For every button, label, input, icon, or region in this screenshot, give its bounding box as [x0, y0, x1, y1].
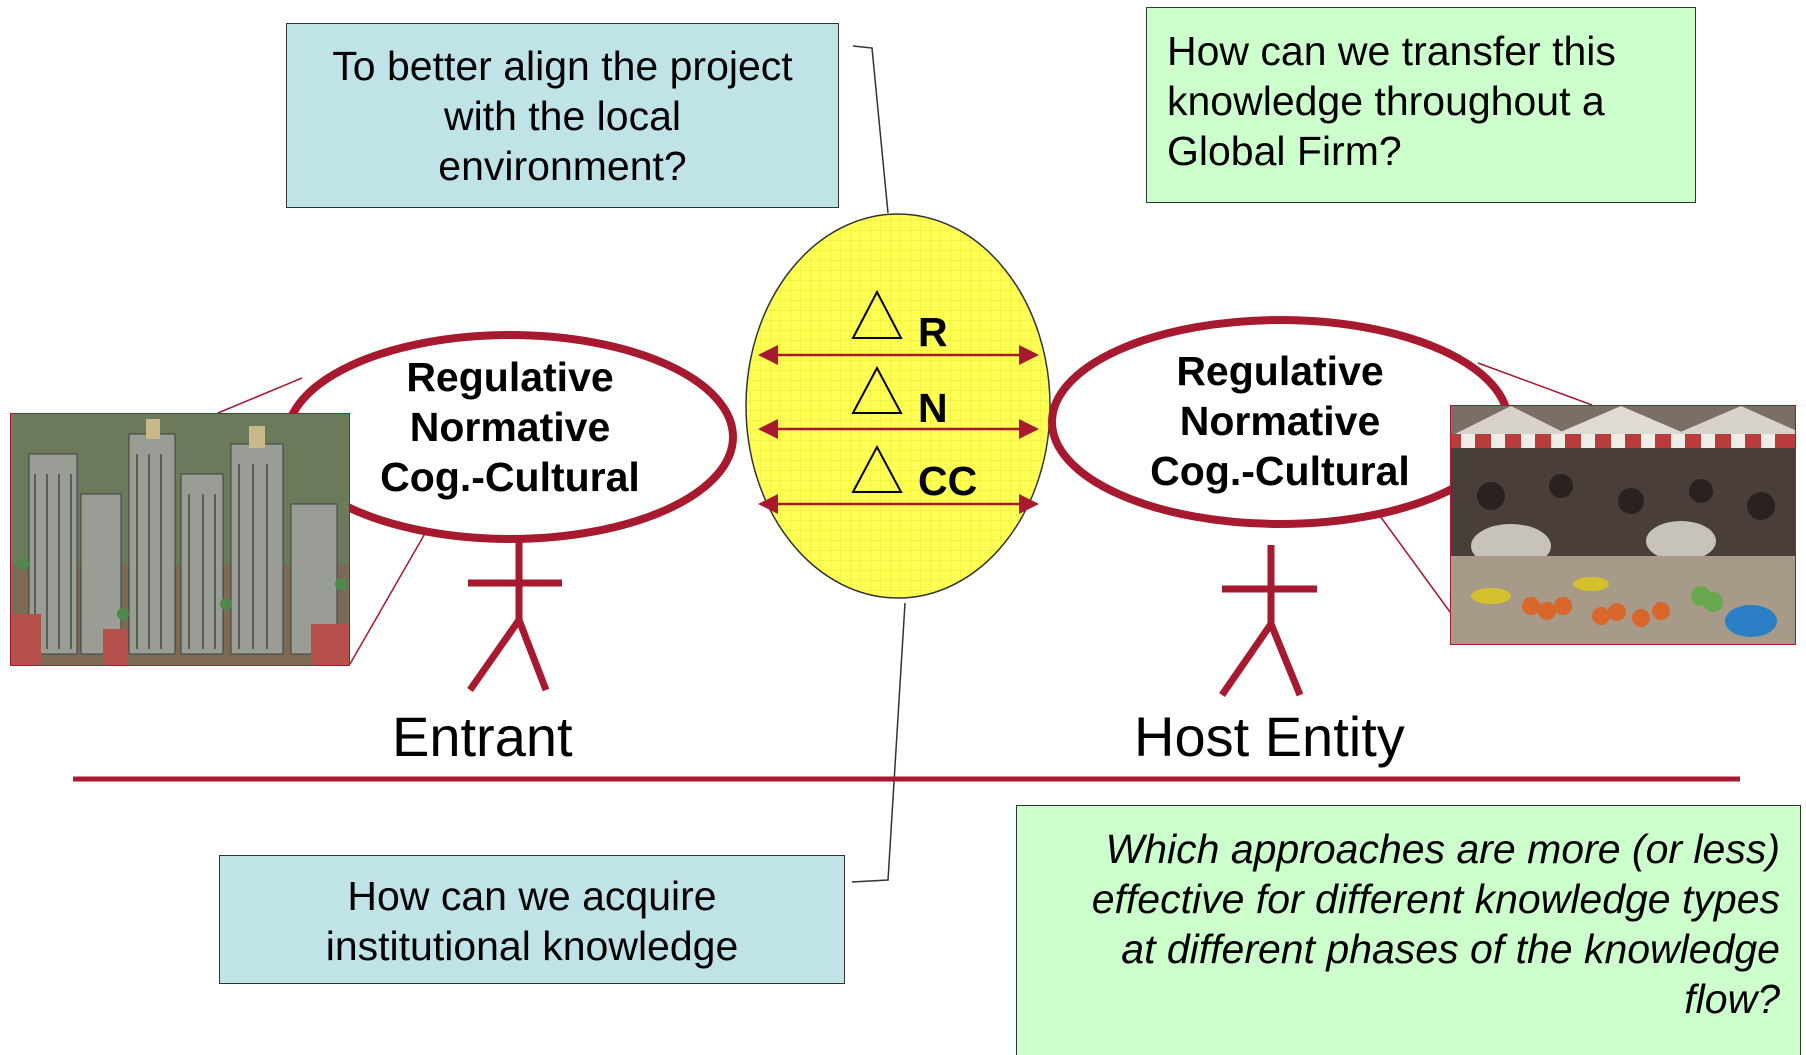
question-approaches-text: Which approaches are more (or less) effe…	[1091, 826, 1780, 1023]
left-photo-connector-top	[217, 377, 303, 414]
host-pillars-text: Regulative Normative Cog.-Cultural	[1070, 346, 1490, 496]
triangle-delta-icon	[851, 289, 903, 339]
right-photo-connector-top	[1477, 362, 1593, 406]
pillar-cognitive-cultural-label: Cog.-Cultural	[1150, 448, 1410, 495]
market-stall-image	[1450, 405, 1796, 645]
pillar-cognitive-cultural-label: Cog.-Cultural	[380, 454, 640, 501]
left-photo-connector-bottom	[349, 529, 428, 665]
pillar-regulative-label: Regulative	[1176, 348, 1384, 394]
host-entity-label: Host Entity	[1134, 705, 1405, 768]
market-stall-drawing	[1451, 406, 1795, 644]
callout-line-bottom	[851, 602, 906, 883]
pillar-regulative-label: Regulative	[406, 354, 614, 400]
stick-figure-icon	[1219, 545, 1317, 697]
question-box-approaches: Which approaches are more (or less) effe…	[1016, 805, 1801, 1055]
question-box-align: To better align the project with the loc…	[286, 23, 839, 208]
question-acquire-text: How can we acquire institutional knowled…	[325, 873, 739, 970]
city-skyline-image	[10, 413, 350, 666]
pillar-normative-label: Normative	[1179, 398, 1381, 445]
triangle-delta-icon	[851, 365, 903, 414]
callout-line-top	[852, 45, 889, 214]
city-skyline-drawing	[11, 414, 349, 665]
question-box-acquire: How can we acquire institutional knowled…	[219, 855, 845, 984]
entrant-label: Entrant	[392, 705, 573, 768]
question-transfer-text: How can we transfer this knowledge throu…	[1167, 28, 1616, 175]
question-align-text: To better align the project with the loc…	[332, 43, 793, 190]
stick-figure-icon	[467, 538, 562, 693]
right-photo-connector-bottom	[1379, 515, 1451, 613]
pillar-normative-label: Normative	[409, 404, 611, 451]
entrant-pillars-text: Regulative Normative Cog.-Cultural	[300, 352, 720, 502]
triangle-delta-icon	[851, 444, 903, 493]
question-box-transfer: How can we transfer this knowledge throu…	[1146, 7, 1696, 203]
delta-cc-label: CC	[918, 458, 978, 504]
delta-r-label: R	[918, 309, 948, 355]
delta-n-label: N	[918, 385, 948, 431]
